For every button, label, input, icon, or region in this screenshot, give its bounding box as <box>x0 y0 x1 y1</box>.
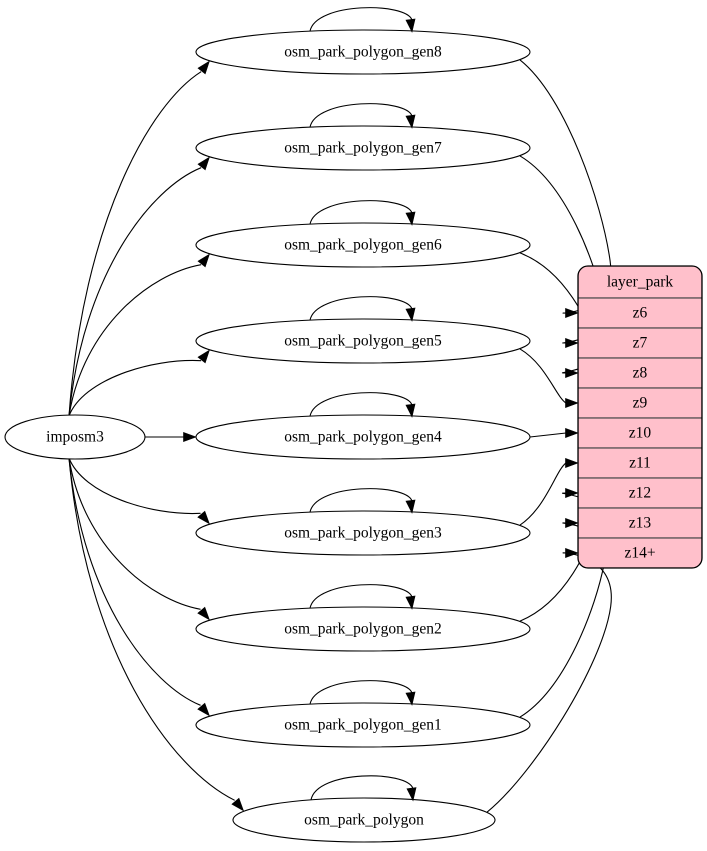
table-row-label-z9: z9 <box>633 395 648 412</box>
arrowhead-osm_park_polygon_gen3-to-z11 <box>565 457 579 469</box>
arrowhead-imposm3-to-osm_park_polygon_gen2 <box>197 606 210 621</box>
table-row-z13[interactable] <box>578 507 702 539</box>
edges-layer <box>68 59 612 813</box>
node-label-osm_park_polygon_gen8: osm_park_polygon_gen8 <box>284 44 442 61</box>
arrowhead-osm_park_polygon_gen5-to-z9 <box>565 397 579 409</box>
self-loop-edge-osm_park_polygon_gen5 <box>309 296 413 321</box>
self-loop-layer <box>309 7 417 802</box>
arrowhead-osm_park_polygon_gen1-to-z13 <box>565 517 579 529</box>
self-loop-edge-osm_park_polygon_gen1 <box>309 680 413 705</box>
nodes-layer: imposm3 osm_park_polygon_gen8 osm_park_pol… <box>4 29 531 843</box>
node-osm_park_polygon_gen3[interactable] <box>195 510 531 556</box>
self-loop-arrowhead-osm_park_polygon_gen2 <box>405 595 416 610</box>
node-label-imposm3: imposm3 <box>46 429 104 446</box>
self-loop-arrowhead-osm_park_polygon_gen3 <box>405 499 416 514</box>
arrowhead-imposm3-to-osm_park_polygon_gen3 <box>197 510 210 525</box>
table-row-label-z13: z13 <box>629 515 652 532</box>
edge-imposm3-to-osm_park_polygon_gen7 <box>68 167 202 417</box>
node-label-osm_park_polygon_gen7: osm_park_polygon_gen7 <box>284 140 442 157</box>
self-loop-arrowhead-osm_park_polygon <box>406 787 417 802</box>
table-row-z14plus[interactable] <box>578 537 702 568</box>
arrowhead-imposm3-to-osm_park_polygon_gen7 <box>197 156 210 171</box>
edge-osm_park_polygon_gen3-to-z11 <box>519 462 567 526</box>
node-osm_park_polygon_gen7[interactable] <box>195 125 531 171</box>
arrowhead-osm_park_polygon_gen4-to-z10 <box>565 427 579 439</box>
node-label-osm_park_polygon_gen1: osm_park_polygon_gen1 <box>284 717 442 734</box>
node-osm_park_polygon_gen4[interactable] <box>195 414 531 460</box>
table-row-label-z7: z7 <box>633 335 648 352</box>
node-label-osm_park_polygon: osm_park_polygon <box>304 812 424 829</box>
table-row-label-z14plus: z14+ <box>624 545 655 562</box>
table-row-z11[interactable] <box>578 447 702 479</box>
arrowhead-imposm3-to-osm_park_polygon_gen6 <box>197 253 210 268</box>
edge-imposm3-to-osm_park_polygon_gen8 <box>68 71 202 417</box>
table-row-z12[interactable] <box>578 477 702 509</box>
edge-imposm3-to-osm_park_polygon <box>68 457 235 801</box>
edge-imposm3-to-osm_park_polygon_gen3 <box>68 457 201 515</box>
self-loop-edge-osm_park_polygon <box>310 775 414 801</box>
table-row-label-z12: z12 <box>629 485 651 502</box>
arrowhead-imposm3-to-osm_park_polygon_gen4 <box>183 431 197 443</box>
node-osm_park_polygon[interactable] <box>232 797 496 843</box>
table-header-label: layer_park <box>607 274 674 291</box>
arrowhead-osm_park_polygon_gen2-to-z12 <box>565 487 579 499</box>
arrowhead-osm_park_polygon-to-z14plus <box>565 547 579 559</box>
table-row-label-z6: z6 <box>633 305 648 322</box>
table-row-label-z10: z10 <box>629 425 652 442</box>
edge-imposm3-to-osm_park_polygon_gen2 <box>68 457 201 610</box>
node-osm_park_polygon_gen2[interactable] <box>195 606 531 652</box>
node-label-osm_park_polygon_gen5: osm_park_polygon_gen5 <box>284 333 442 350</box>
node-imposm3[interactable] <box>4 414 146 460</box>
node-osm_park_polygon_gen6[interactable] <box>195 222 531 268</box>
node-label-osm_park_polygon_gen4: osm_park_polygon_gen4 <box>284 429 442 446</box>
node-label-osm_park_polygon_gen2: osm_park_polygon_gen2 <box>284 621 442 638</box>
edge-osm_park_polygon-to-z14plus <box>486 552 612 813</box>
edge-osm_park_polygon_gen5-to-z9 <box>519 348 567 404</box>
arrowhead-osm_park_polygon_gen7-to-z7 <box>565 337 579 349</box>
table-row-z10[interactable] <box>578 417 702 449</box>
node-osm_park_polygon_gen8[interactable] <box>195 29 531 75</box>
table-outer-border <box>577 265 703 569</box>
edge-imposm3-to-osm_park_polygon_gen5 <box>68 359 202 417</box>
self-loop-edge-osm_park_polygon_gen6 <box>309 200 413 225</box>
node-osm_park_polygon_gen1[interactable] <box>195 702 531 748</box>
edge-osm_park_polygon_gen4-to-z10 <box>529 432 567 438</box>
node-label-osm_park_polygon_gen6: osm_park_polygon_gen6 <box>284 237 442 254</box>
self-loop-arrowhead-osm_park_polygon_gen5 <box>405 307 416 322</box>
self-loop-edge-osm_park_polygon_gen3 <box>309 488 413 513</box>
arrowhead-osm_park_polygon_gen8-to-z6 <box>565 307 579 319</box>
node-label-osm_park_polygon_gen3: osm_park_polygon_gen3 <box>284 525 442 542</box>
table-row-z7[interactable] <box>578 327 702 359</box>
node-osm_park_polygon_gen5[interactable] <box>195 318 531 364</box>
arrowhead-imposm3-to-osm_park_polygon <box>231 797 245 812</box>
layer-park-table[interactable]: layer_park z6 z7 z8 z9 z10 z11 z12 z13 z14+ <box>577 265 703 569</box>
self-loop-arrowhead-osm_park_polygon_gen1 <box>405 691 416 706</box>
edge-imposm3-to-osm_park_polygon_gen1 <box>68 457 201 706</box>
edge-imposm3-to-osm_park_polygon_gen6 <box>68 264 202 417</box>
table-row-label-z11: z11 <box>629 455 651 472</box>
self-loop-arrowhead-osm_park_polygon_gen6 <box>405 211 416 226</box>
table-row-label-z8: z8 <box>633 365 648 382</box>
self-loop-arrowhead-osm_park_polygon_gen7 <box>405 114 416 129</box>
self-loop-edge-osm_park_polygon_gen7 <box>309 103 413 128</box>
self-loop-arrowhead-osm_park_polygon_gen4 <box>405 403 416 418</box>
arrowhead-imposm3-to-osm_park_polygon_gen5 <box>197 349 210 364</box>
self-loop-arrowhead-osm_park_polygon_gen8 <box>405 18 416 33</box>
arrowhead-osm_park_polygon_gen6-to-z8 <box>565 367 579 379</box>
self-loop-edge-osm_park_polygon_gen2 <box>309 584 413 609</box>
arrowhead-imposm3-to-osm_park_polygon_gen8 <box>197 60 210 75</box>
self-loop-edge-osm_park_polygon_gen4 <box>309 392 413 417</box>
self-loop-edge-osm_park_polygon_gen8 <box>309 7 413 32</box>
arrowhead-imposm3-to-osm_park_polygon_gen1 <box>197 702 210 717</box>
table-row-z9[interactable] <box>578 387 702 419</box>
